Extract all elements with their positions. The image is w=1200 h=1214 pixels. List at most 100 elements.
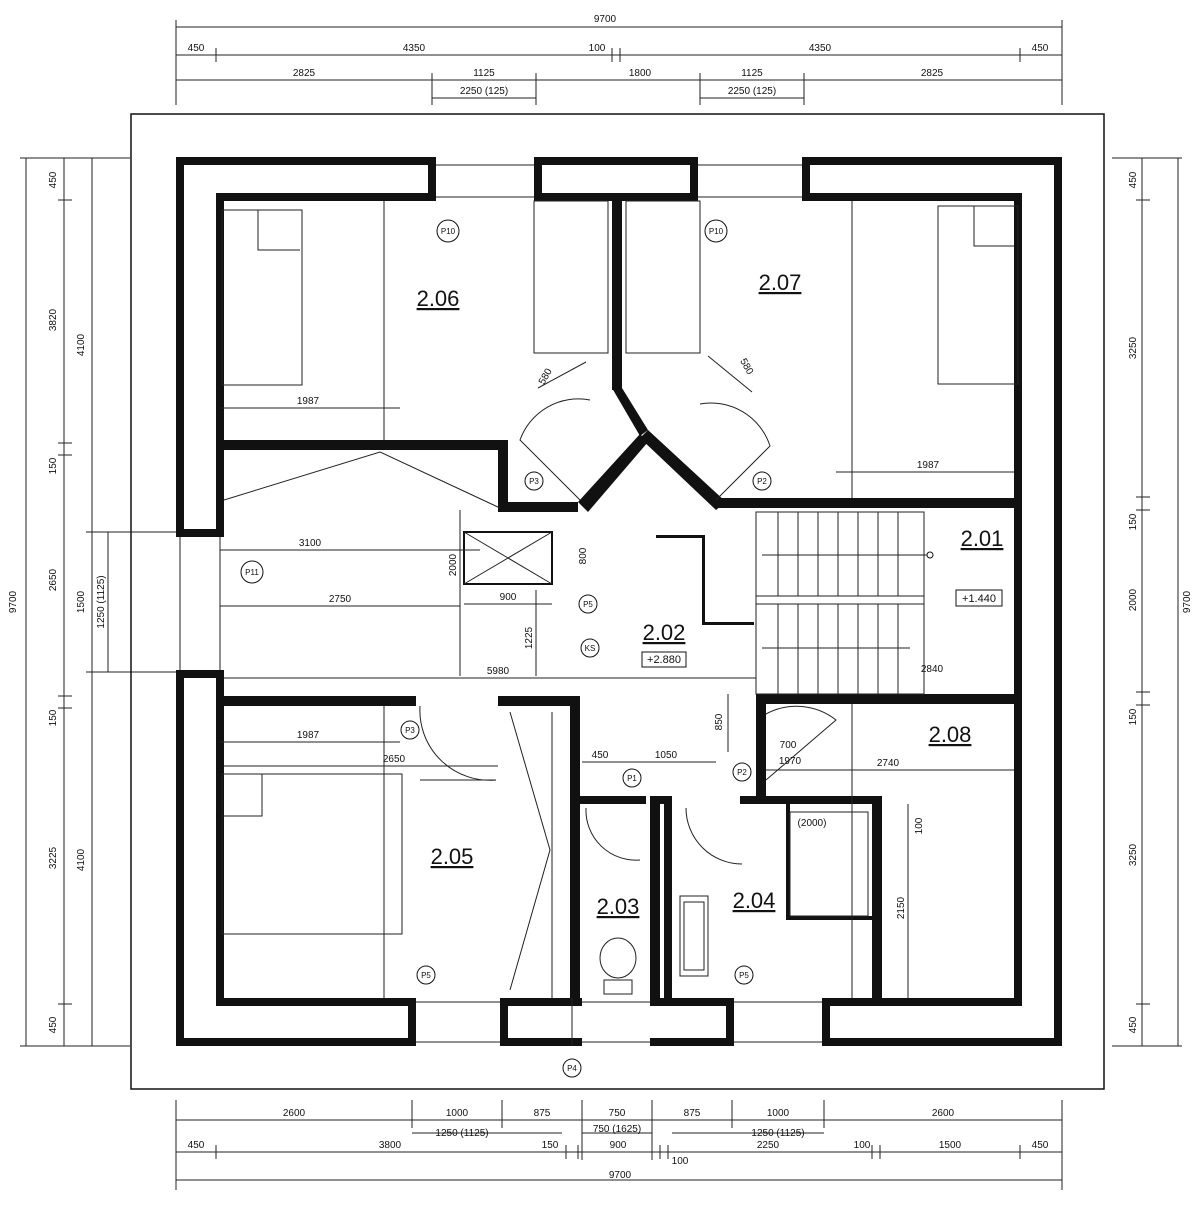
bottom-dimensions: 2600 1000 875 750 875 1000 2600 1250 (11…	[175, 1100, 1063, 1190]
dim-bottom-r3-0: 450	[188, 1140, 205, 1151]
dim-right-seg-0: 450	[1128, 171, 1139, 188]
dim-bottom-r2-0: 1250 (1125)	[435, 1128, 488, 1139]
tag-ks: KS	[585, 644, 596, 653]
dim-1987-a: 1987	[297, 396, 320, 407]
tag-p11: P11	[245, 568, 259, 577]
dim-850: 850	[714, 713, 725, 730]
tag-p10-b: P10	[709, 227, 724, 236]
level-markers: +1.440 +2.880	[641, 589, 1003, 668]
dim-800: 800	[578, 547, 589, 564]
dim-left-extra: 1250 (1125)	[96, 575, 107, 628]
dim-900: 900	[500, 592, 517, 603]
dim-right-seg-3: 2000	[1128, 588, 1139, 611]
tag-p5-right: P5	[739, 971, 749, 980]
right-dimensions: 450 3250 150 2000 150 3250 450 9700	[1112, 157, 1193, 1047]
dim-left-inner-2: 4100	[76, 848, 87, 871]
dim-2000: 2000	[448, 553, 459, 576]
dim-1225: 1225	[524, 626, 535, 649]
dim-top-total: 9700	[594, 14, 617, 25]
inner-dimensions: 1987 1987 1987 3100 2750 5980 2650 2740 …	[220, 355, 1014, 998]
dim-top-r3-1: 2250 (125)	[728, 86, 776, 97]
dim-bottom-r3-3: 900	[610, 1140, 627, 1151]
interior-walls	[216, 200, 1022, 1006]
dim-bottom-r3-6: 100	[854, 1140, 871, 1151]
dim-right-total: 9700	[1182, 590, 1193, 613]
dim-1050: 1050	[655, 750, 678, 761]
dim-1987-b: 1987	[917, 460, 940, 471]
dim-top-r1-4: 450	[1032, 43, 1049, 54]
level-stair: +1.440	[962, 593, 996, 605]
dim-top-r2-2: 1800	[629, 68, 652, 79]
dim-bottom-r2-1: 750 (1625)	[593, 1124, 641, 1135]
tag-p1: P1	[627, 774, 637, 783]
dim-left-seg-0: 450	[48, 171, 59, 188]
dim-2000-shower: (2000)	[798, 818, 827, 829]
dim-2840: 2840	[921, 664, 944, 675]
dim-580-b: 580	[737, 357, 755, 377]
dim-1970: 1970	[779, 756, 802, 767]
dim-right-seg-5: 3250	[1128, 843, 1139, 866]
dim-left-inner-1: 1500	[76, 590, 87, 613]
dim-bottom-r1-5: 1000	[767, 1108, 790, 1119]
dim-top-r1-0: 450	[188, 43, 205, 54]
dim-2650: 2650	[383, 754, 406, 765]
dim-top-r1-3: 4350	[809, 43, 832, 54]
tag-p4: P4	[567, 1064, 577, 1073]
dim-bottom-r1-6: 2600	[932, 1108, 955, 1119]
top-dimensions: 9700 450 4350 100 4350 450 2825 1125 180…	[175, 14, 1063, 105]
tag-p2-top: P2	[757, 477, 767, 486]
element-tags: P10 P10 P3 P2 P11 P5 KS P3 P1 P2 P5 P5 P…	[240, 219, 772, 1078]
dim-left-seg-3: 2650	[48, 568, 59, 591]
tag-p5-shaft: P5	[583, 600, 593, 609]
dim-right-seg-2: 150	[1128, 513, 1139, 530]
dim-top-r1-2: 100	[589, 43, 606, 54]
dim-2740: 2740	[877, 758, 900, 769]
dim-bottom-r1-2: 875	[534, 1108, 551, 1119]
room-2-02: 2.02	[643, 620, 686, 645]
dim-bottom-r3-4: 100	[672, 1156, 689, 1167]
level-hall: +2.880	[647, 654, 681, 666]
dim-top-r2-3: 1125	[741, 68, 763, 79]
dim-bottom-r1-1: 1000	[446, 1108, 469, 1119]
dim-bottom-r1-0: 2600	[283, 1108, 306, 1119]
dim-5980: 5980	[487, 666, 510, 677]
dim-top-r1-1: 4350	[403, 43, 426, 54]
dim-580-a: 580	[537, 366, 555, 386]
dim-bottom-r3-1: 3800	[379, 1140, 402, 1151]
outer-walls	[176, 157, 1062, 1046]
dim-2750: 2750	[329, 594, 352, 605]
room-2-04: 2.04	[733, 888, 776, 913]
dim-right-seg-6: 450	[1128, 1016, 1139, 1033]
dim-100: 100	[914, 817, 925, 834]
room-2-01: 2.01	[961, 526, 1004, 551]
dim-left-seg-6: 450	[48, 1016, 59, 1033]
room-labels: 2.06 2.07 2.01 2.02 2.08 2.05 2.03 2.04	[417, 270, 1004, 919]
tag-p3-top: P3	[529, 477, 539, 486]
furniture	[221, 200, 1019, 998]
dim-left-total: 9700	[8, 590, 19, 613]
room-2-05: 2.05	[431, 844, 474, 869]
dim-450: 450	[592, 750, 609, 761]
dim-bottom-total: 9700	[609, 1170, 632, 1181]
dim-3100: 3100	[299, 538, 322, 549]
dim-2150: 2150	[896, 896, 907, 919]
dim-1987-c: 1987	[297, 730, 320, 741]
dim-bottom-r1-3: 750	[609, 1108, 626, 1119]
dim-top-r3-0: 2250 (125)	[460, 86, 508, 97]
dim-right-seg-4: 150	[1128, 708, 1139, 725]
room-2-06: 2.06	[417, 286, 460, 311]
room-2-08: 2.08	[929, 722, 972, 747]
staircase	[755, 511, 934, 695]
dim-700: 700	[780, 740, 797, 751]
roof-outline	[130, 113, 1105, 1090]
left-dimensions: 9700 450 3820 150 2650 150 3225 450 4100…	[8, 157, 178, 1047]
dim-bottom-r2-2: 1250 (1125)	[751, 1128, 804, 1139]
room-2-07: 2.07	[759, 270, 802, 295]
dim-top-r2-0: 2825	[293, 68, 316, 79]
dim-bottom-r3-8: 450	[1032, 1140, 1049, 1151]
room-2-03: 2.03	[597, 894, 640, 919]
tag-p10-a: P10	[441, 227, 456, 236]
dim-left-seg-2: 150	[48, 457, 59, 474]
dim-left-seg-5: 3225	[48, 846, 59, 869]
